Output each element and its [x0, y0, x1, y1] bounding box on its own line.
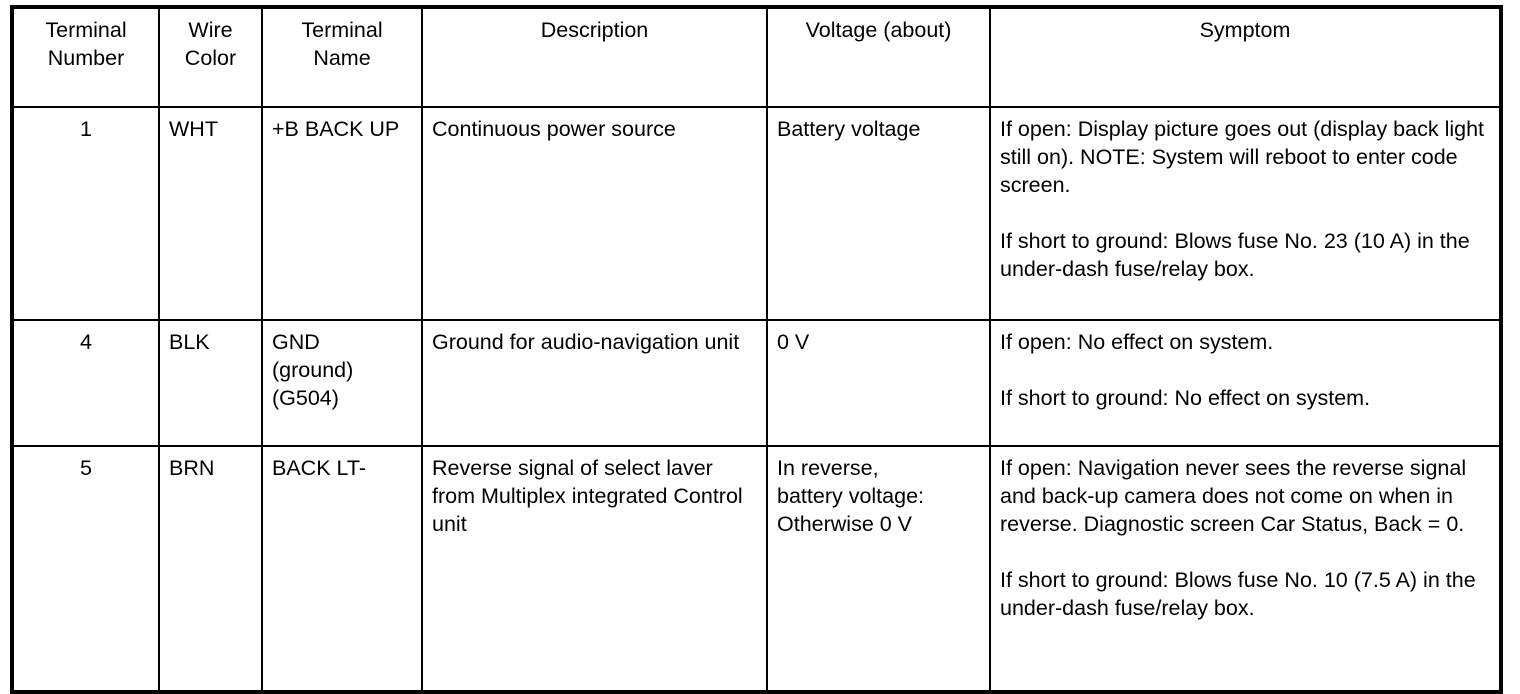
symptom-paragraph: If open: No effect on system. — [1000, 330, 1274, 354]
cell-terminal-name: BACK LT- — [261, 445, 423, 693]
column-header-voltage: Voltage (about) — [766, 6, 991, 108]
terminal-number-value: 5 — [80, 456, 92, 480]
symptom-paragraph: If short to ground: Blows fuse No. 23 (1… — [1000, 228, 1470, 281]
cell-wire-color: BLK — [158, 319, 263, 447]
wire-color-value: BRN — [169, 456, 215, 480]
cell-symptom: If open: No effect on system. If short to… — [989, 319, 1502, 447]
cell-symptom: If open: Display picture goes out (displ… — [989, 106, 1502, 321]
symptom-paragraph: If short to ground: No effect on system. — [1000, 385, 1371, 410]
wire-color-value: WHT — [169, 117, 218, 141]
table-body: 1 WHT +B BACK UP Continuous power source… — [11, 106, 1502, 693]
cell-voltage: 0 V — [766, 319, 991, 447]
terminal-number-value: 4 — [80, 330, 92, 354]
symptom-paragraph: If short to ground: Blows fuse No. 10 (7… — [1000, 567, 1476, 620]
description-value: Continuous power source — [432, 117, 676, 141]
table-row: 5 BRN BACK LT- Reverse signal of select … — [11, 445, 1502, 693]
symptom-paragraph-list: If open: No effect on system. If short to… — [1000, 329, 1490, 413]
cell-description: Reverse signal of select laver from Mult… — [421, 445, 768, 693]
cell-terminal-number: 5 — [11, 445, 160, 693]
cell-terminal-name: GND(ground)(G504) — [261, 319, 423, 447]
cell-wire-color: WHT — [158, 106, 263, 321]
cell-description: Continuous power source — [421, 106, 768, 321]
cell-wire-color: BRN — [158, 445, 263, 693]
wire-color-value: BLK — [169, 330, 210, 354]
symptom-paragraph: If open: Display picture goes out (displ… — [1000, 117, 1485, 197]
cell-symptom: If open: Navigation never sees the rever… — [989, 445, 1502, 693]
terminal-name-value: GND(ground)(G504) — [272, 330, 354, 410]
column-header-description: Description — [421, 6, 768, 108]
voltage-value: Battery voltage — [777, 117, 921, 141]
header-text-voltage: Voltage (about) — [805, 18, 952, 42]
cell-terminal-number: 1 — [11, 106, 160, 321]
terminal-number-value: 1 — [80, 117, 92, 141]
terminal-name-value: +B BACK UP — [272, 117, 400, 141]
column-header-symptom: Symptom — [989, 6, 1502, 108]
description-value: Reverse signal of select laver from Mult… — [432, 456, 749, 536]
terminal-name-value: BACK LT- — [272, 456, 366, 480]
header-text-symptom: Symptom — [1199, 18, 1291, 42]
cell-voltage: In reverse,battery voltage:Otherwise 0 V — [766, 445, 991, 693]
symptom-paragraph-list: If open: Navigation never sees the rever… — [1000, 455, 1490, 623]
cell-terminal-number: 4 — [11, 319, 160, 447]
cell-terminal-name: +B BACK UP — [261, 106, 423, 321]
table-row: 4 BLK GND(ground)(G504) Ground for audio… — [11, 319, 1502, 447]
description-value: Ground for audio-navigation unit — [432, 330, 740, 354]
voltage-value: 0 V — [777, 330, 810, 354]
cell-voltage: Battery voltage — [766, 106, 991, 321]
symptom-paragraph: If open: Navigation never sees the rever… — [1000, 456, 1467, 536]
cell-description: Ground for audio-navigation unit — [421, 319, 768, 447]
header-text-description: Description — [540, 18, 649, 42]
symptom-paragraph-list: If open: Display picture goes out (displ… — [1000, 116, 1490, 284]
table-row: 1 WHT +B BACK UP Continuous power source… — [11, 106, 1502, 321]
voltage-value: In reverse,battery voltage:Otherwise 0 V — [777, 456, 925, 536]
